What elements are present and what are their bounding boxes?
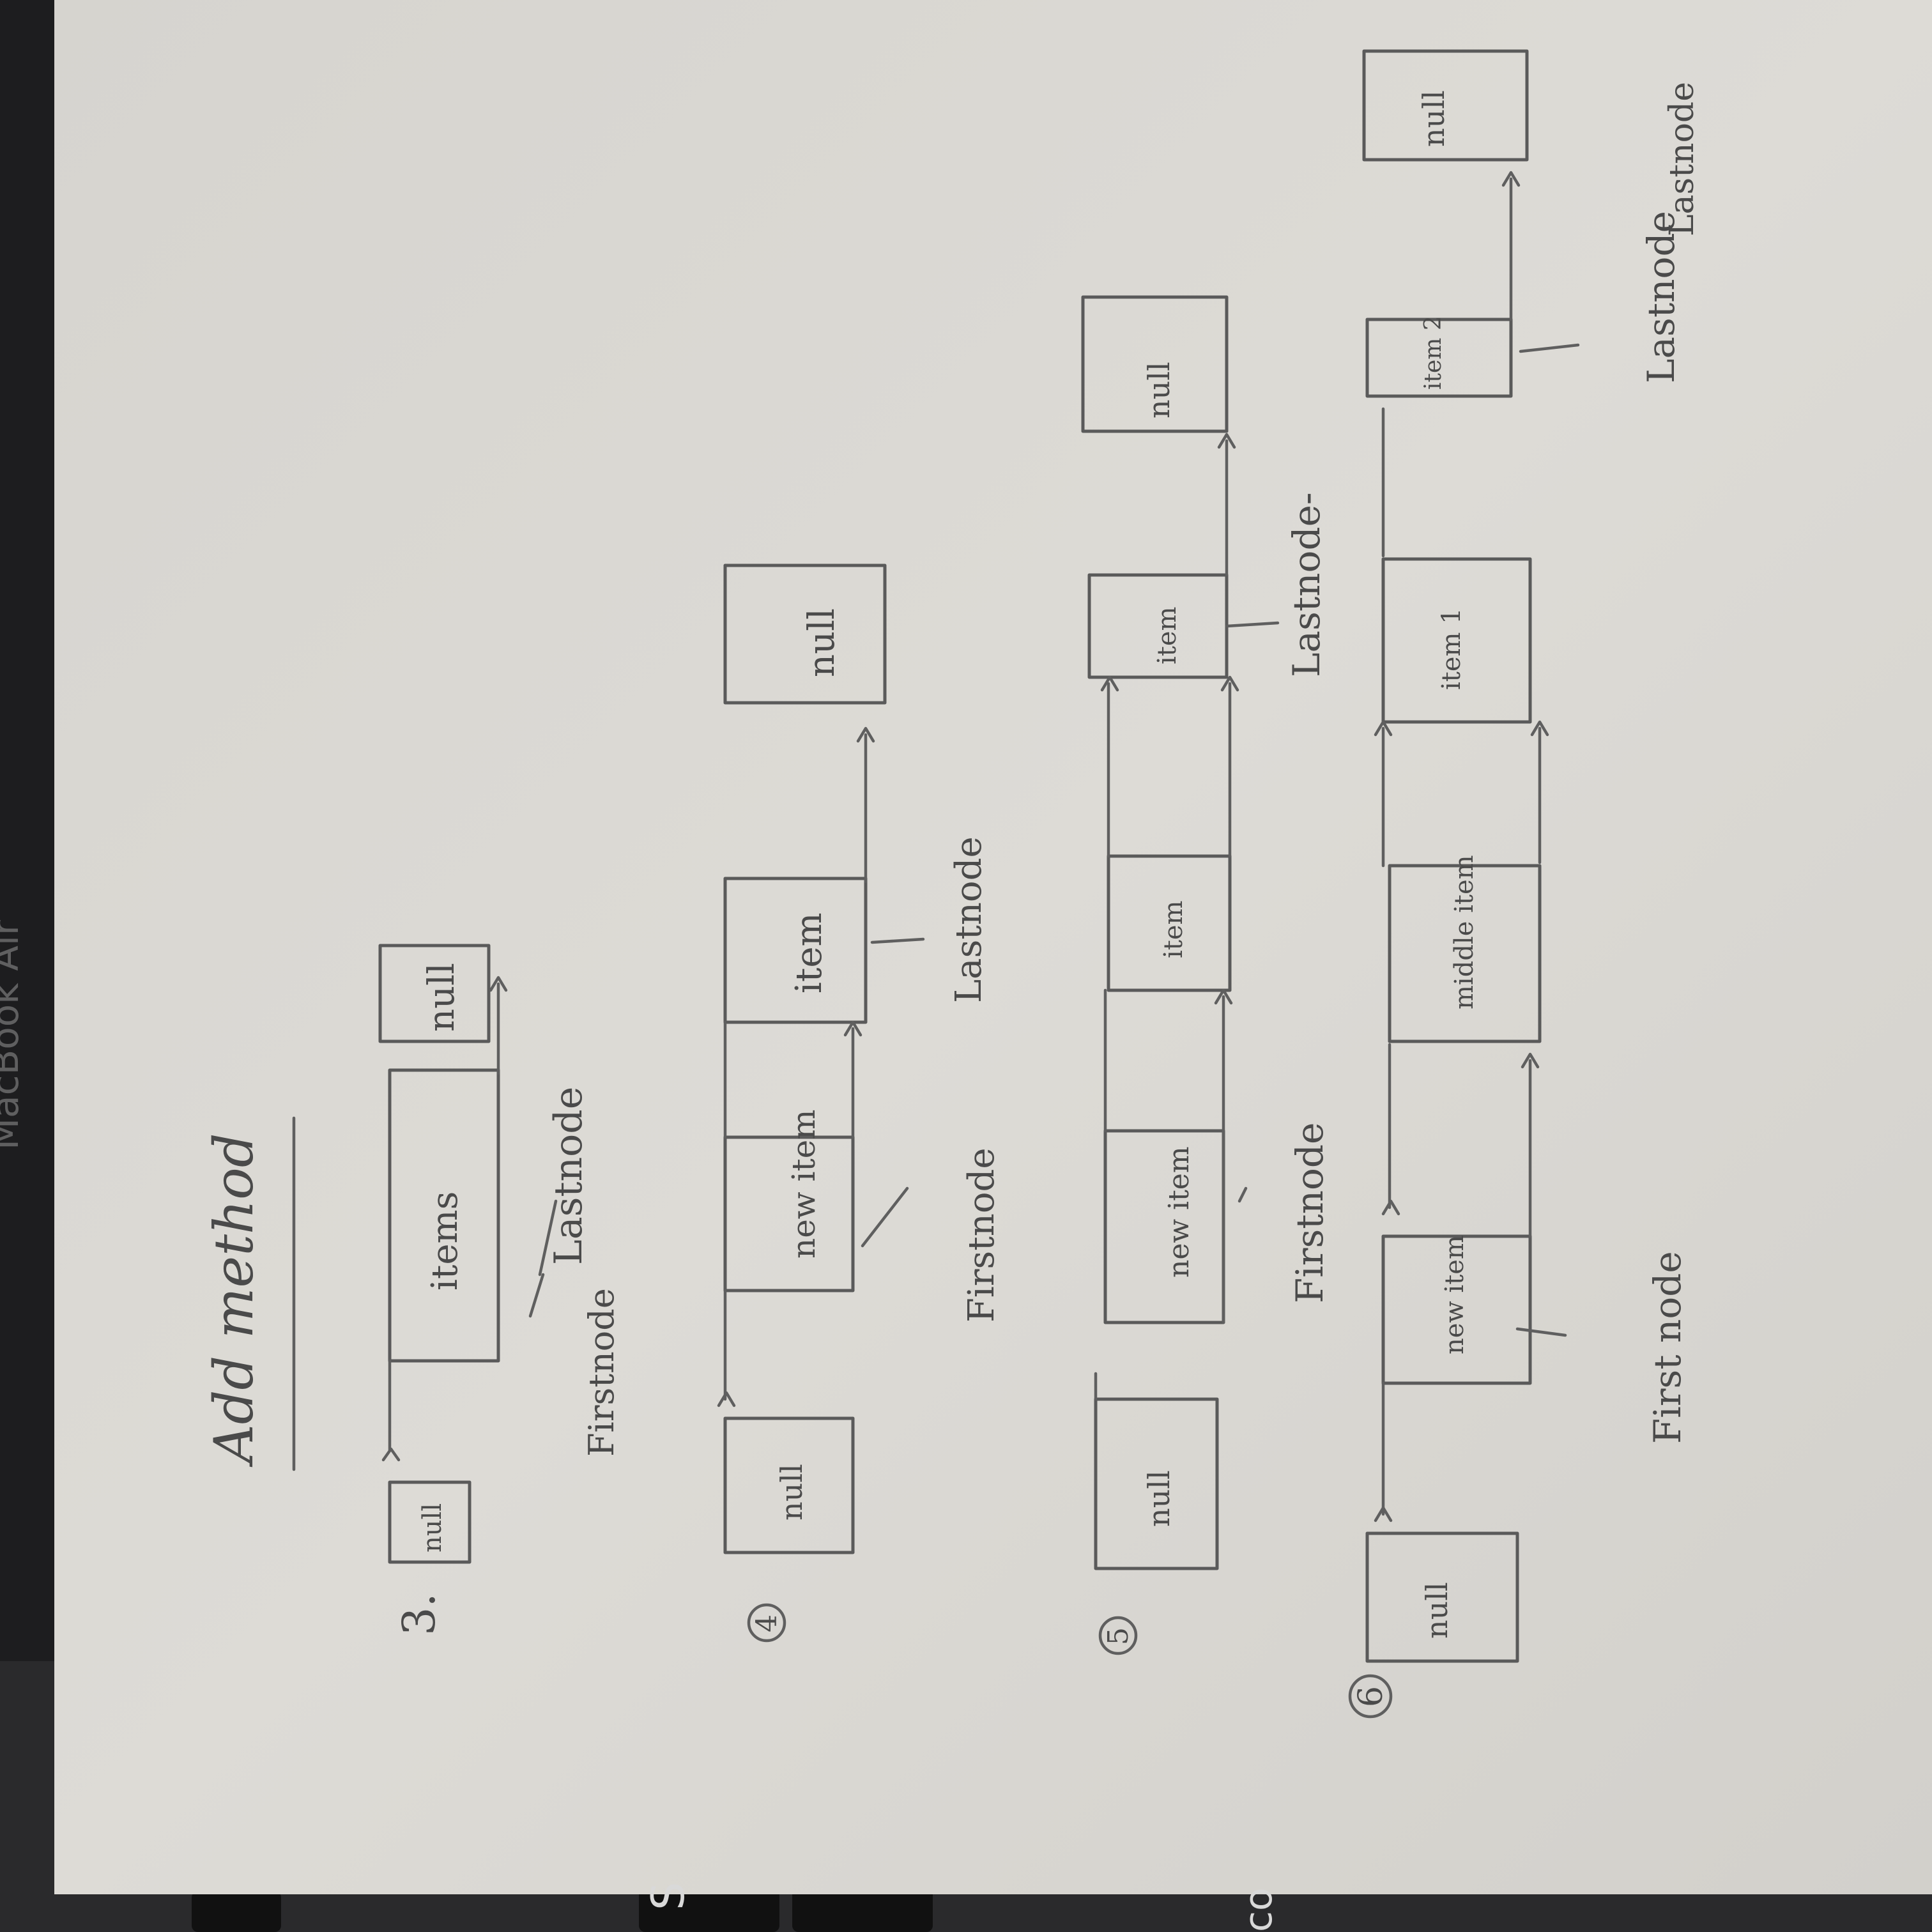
node-box <box>388 1068 500 1363</box>
last-node-label: Lastnode <box>1639 211 1683 383</box>
step-number: 4 <box>751 1614 783 1632</box>
node-box <box>388 1480 471 1564</box>
node-box <box>723 877 868 1024</box>
node-label: item 1 <box>1437 608 1466 690</box>
node-box <box>1388 864 1542 1043</box>
node-label: null <box>421 963 463 1032</box>
step-number: 6 <box>1352 1686 1390 1707</box>
node-box <box>1381 1234 1532 1385</box>
node-label: middle item <box>1450 855 1479 1009</box>
node-label: items <box>424 1192 466 1291</box>
step-number-circle <box>1098 1616 1138 1655</box>
node-label: null <box>1142 362 1176 418</box>
node-box <box>1365 1531 1519 1663</box>
step-number: 3. <box>393 1593 445 1636</box>
node-box <box>723 564 887 705</box>
node-box <box>1094 1397 1219 1570</box>
laptop-key <box>192 1891 281 1932</box>
node-label: null <box>1416 90 1451 147</box>
first-node-label: Firstnode <box>961 1147 1002 1322</box>
node-box <box>1381 557 1532 724</box>
paper-sheet <box>54 0 1932 1894</box>
step-number-circle <box>1348 1674 1393 1719</box>
node-label: item <box>1159 901 1188 958</box>
last-node-label: Lastnode <box>948 836 990 1003</box>
node-label: new item <box>1440 1235 1469 1354</box>
step-5: 5 null new item item item null Firstnode… <box>1081 295 1331 1655</box>
node-label: new item <box>785 1109 822 1259</box>
page-title: Add method <box>203 1116 296 1471</box>
laptop-key-label: S <box>642 1882 694 1910</box>
node-label: null <box>774 1464 809 1521</box>
node-box <box>723 1135 855 1292</box>
step-number: 5 <box>1102 1627 1135 1645</box>
node-label: null <box>418 1503 447 1552</box>
step-4: 4 null new item item null Firstnode Last… <box>717 564 1002 1643</box>
last-node-label: Lastnode <box>546 1087 591 1265</box>
node-label: null <box>801 608 843 677</box>
step-3: 3. null items null Firstnode Lastnode <box>378 944 622 1636</box>
node-label: item <box>788 912 830 993</box>
laptop-key-label: co <box>1236 1887 1281 1932</box>
node-box <box>1081 295 1229 433</box>
step-6: 6 null new item middle item item 1 item … <box>1348 49 1701 1719</box>
node-label: item <box>1153 607 1182 664</box>
step-number-circle <box>747 1603 786 1643</box>
node-box <box>1107 854 1232 992</box>
node-label: item 2 <box>1420 316 1446 390</box>
node-label: null <box>1420 1582 1454 1639</box>
last-node-label-extra: Lastnode <box>1663 82 1701 236</box>
first-node-label: Firstnode <box>581 1288 622 1457</box>
node-label: new item <box>1163 1146 1195 1278</box>
node-box <box>1365 318 1513 398</box>
node-box <box>723 1416 855 1554</box>
last-node-label: Lastnode- <box>1285 493 1328 678</box>
first-node-label: First node <box>1646 1251 1689 1444</box>
title-text: Add method <box>203 1133 265 1468</box>
node-box <box>1362 49 1529 162</box>
laptop-brand: MacBook Air <box>0 920 27 1150</box>
node-box <box>378 944 491 1043</box>
node-label: null <box>1142 1470 1176 1527</box>
first-node-label: Firstnode <box>1288 1123 1331 1303</box>
